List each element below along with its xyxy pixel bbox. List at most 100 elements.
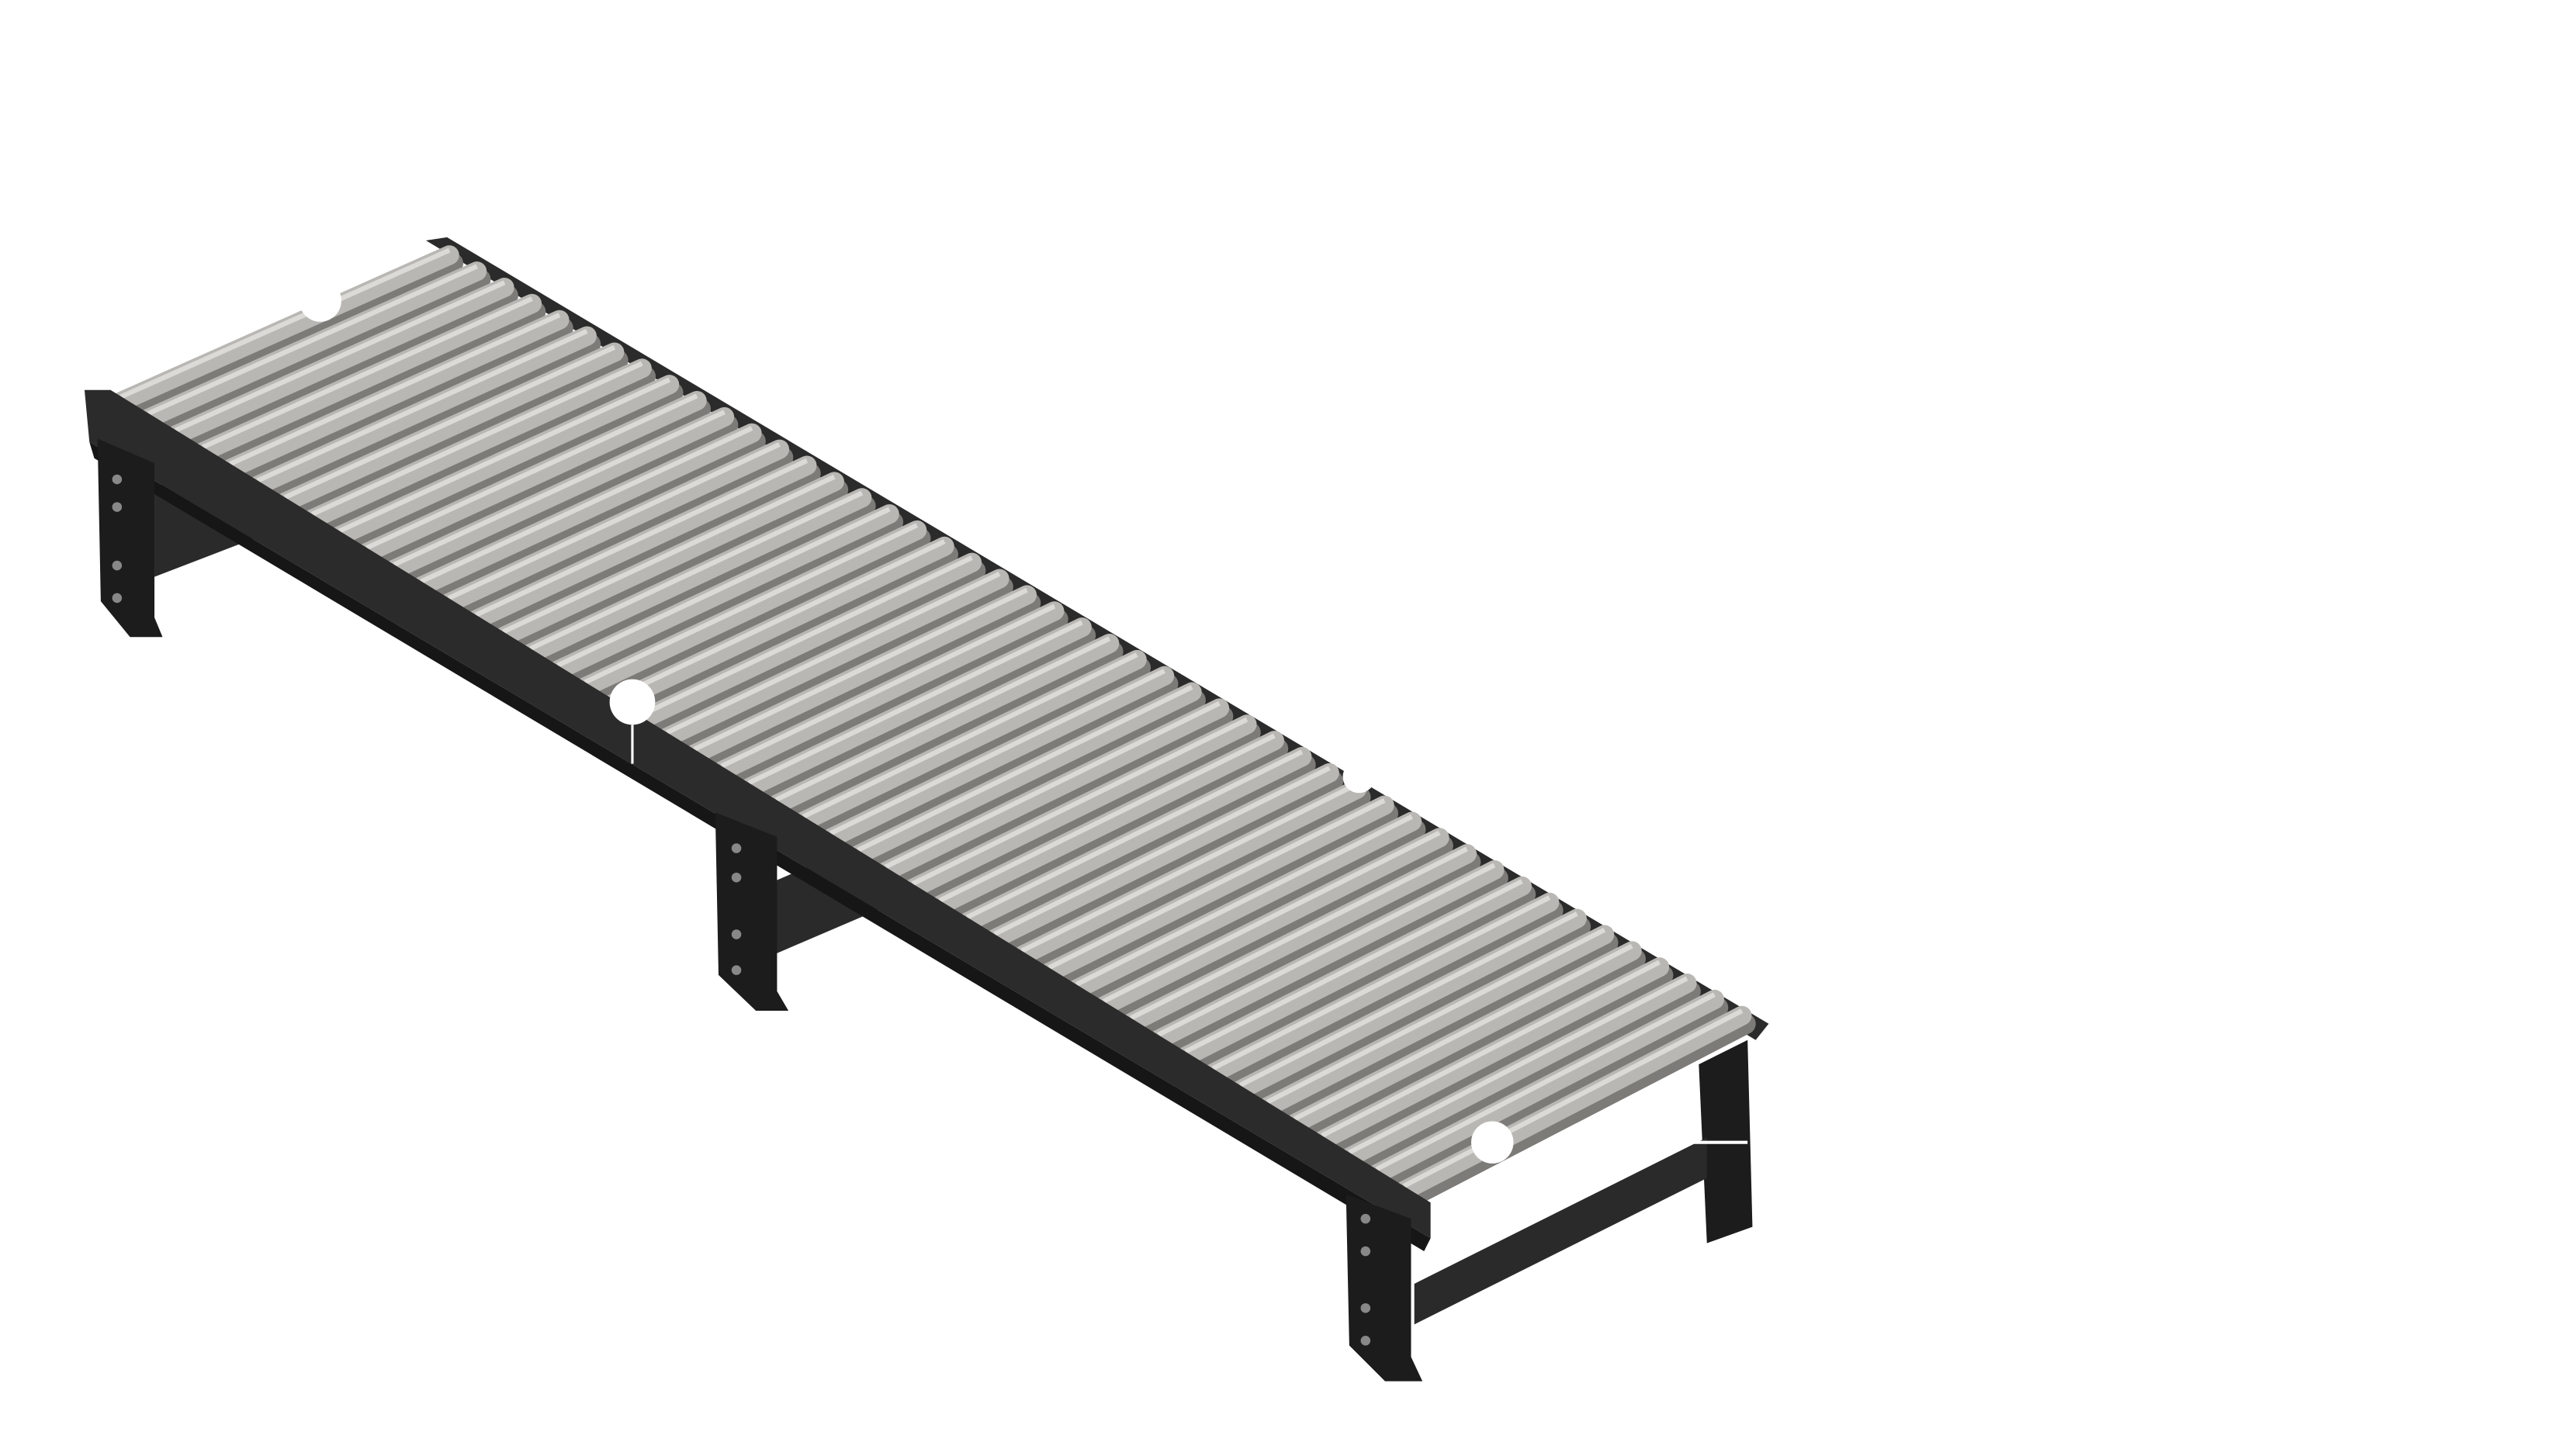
roller bbox=[1039, 795, 1394, 983]
roller bbox=[1203, 892, 1560, 1084]
roller-highlight bbox=[1238, 911, 1578, 1088]
hotspot-3[interactable] bbox=[1342, 760, 1376, 794]
near-side-rail bbox=[84, 389, 1431, 1239]
roller-highlight bbox=[1321, 960, 1661, 1138]
roller bbox=[329, 375, 680, 546]
roller bbox=[1093, 828, 1449, 1016]
roller bbox=[656, 569, 1010, 748]
roller bbox=[111, 245, 459, 412]
roller bbox=[1312, 957, 1670, 1150]
roller bbox=[957, 746, 1312, 932]
roller-highlight bbox=[420, 426, 753, 584]
roller-highlight bbox=[474, 458, 809, 617]
roller bbox=[1176, 876, 1532, 1067]
roller-highlight bbox=[119, 247, 451, 399]
roller-highlight bbox=[911, 717, 1249, 887]
roller-highlight bbox=[638, 555, 973, 718]
roller-highlight bbox=[1130, 846, 1468, 1021]
roller bbox=[930, 731, 1284, 915]
roller bbox=[684, 585, 1037, 764]
roller bbox=[1284, 941, 1642, 1134]
roller-highlight bbox=[229, 313, 561, 466]
roller bbox=[384, 406, 735, 579]
roller-highlight bbox=[857, 684, 1193, 853]
roller-highlight bbox=[584, 523, 919, 685]
roller-highlight bbox=[966, 749, 1304, 920]
roller-highlight bbox=[283, 344, 616, 500]
hotspot-1[interactable] bbox=[299, 279, 341, 322]
roller-highlight bbox=[338, 377, 671, 534]
roller-highlight bbox=[447, 442, 781, 601]
roller-highlight bbox=[1211, 895, 1551, 1071]
roller-highlight bbox=[1020, 782, 1359, 953]
roller-highlight bbox=[1294, 943, 1633, 1122]
roller bbox=[466, 455, 817, 630]
roller bbox=[766, 633, 1120, 814]
roller bbox=[848, 682, 1202, 865]
roller-highlight bbox=[174, 280, 506, 433]
roller bbox=[138, 261, 487, 428]
roller bbox=[712, 601, 1065, 781]
roller bbox=[1339, 974, 1697, 1167]
roller bbox=[411, 423, 762, 597]
roller-highlight bbox=[1184, 879, 1523, 1054]
roller-highlight bbox=[1048, 798, 1386, 970]
hotspot-4[interactable] bbox=[1470, 1121, 1748, 1164]
roller bbox=[985, 763, 1339, 949]
roller-highlight bbox=[611, 539, 946, 701]
roller bbox=[602, 536, 954, 714]
roller-highlight bbox=[666, 571, 1001, 735]
roller-highlight bbox=[1402, 1008, 1744, 1188]
roller-highlight bbox=[365, 393, 698, 551]
roller bbox=[520, 488, 872, 664]
roller-highlight bbox=[993, 766, 1331, 937]
roller-highlight bbox=[802, 652, 1138, 819]
roller bbox=[192, 293, 542, 462]
roller bbox=[165, 278, 514, 445]
roller-bed bbox=[111, 245, 1756, 1210]
roller-highlight bbox=[1102, 830, 1441, 1004]
roller bbox=[1148, 860, 1505, 1050]
roller-highlight bbox=[202, 296, 533, 450]
roller bbox=[1257, 925, 1615, 1117]
roller bbox=[275, 342, 625, 513]
roller-highlight bbox=[556, 507, 891, 668]
roller-highlight bbox=[829, 669, 1166, 836]
roller bbox=[220, 310, 570, 479]
roller bbox=[438, 439, 790, 614]
leg-stand-middle bbox=[715, 812, 789, 1012]
roller-highlight bbox=[1075, 814, 1414, 987]
roller-highlight bbox=[1266, 927, 1606, 1105]
leg-stand-left bbox=[97, 438, 163, 638]
roller bbox=[875, 698, 1230, 882]
roller bbox=[548, 504, 899, 680]
roller bbox=[1012, 779, 1367, 966]
roller bbox=[1366, 989, 1725, 1185]
roller-highlight bbox=[720, 603, 1056, 769]
roller bbox=[629, 552, 982, 731]
roller bbox=[1066, 811, 1422, 999]
roller-highlight bbox=[1157, 863, 1496, 1037]
roller bbox=[1394, 1005, 1752, 1201]
roller bbox=[902, 714, 1257, 899]
roller-highlight bbox=[310, 361, 643, 517]
roller bbox=[248, 326, 597, 496]
hotspot-2[interactable] bbox=[609, 679, 656, 764]
roller-highlight bbox=[256, 329, 588, 483]
roller bbox=[1120, 844, 1477, 1033]
roller bbox=[493, 472, 844, 647]
roller bbox=[739, 617, 1092, 798]
roller-highlight bbox=[502, 474, 836, 635]
roller-highlight bbox=[938, 733, 1276, 903]
roller-highlight bbox=[693, 587, 1028, 752]
roller bbox=[302, 358, 652, 529]
roller-highlight bbox=[147, 264, 478, 417]
roller-highlight bbox=[1375, 992, 1716, 1172]
roller-highlight bbox=[884, 700, 1221, 870]
roller-highlight bbox=[774, 636, 1111, 802]
roller-highlight bbox=[393, 410, 726, 567]
roller bbox=[1230, 908, 1587, 1100]
roller bbox=[575, 520, 927, 697]
roller bbox=[793, 649, 1147, 832]
